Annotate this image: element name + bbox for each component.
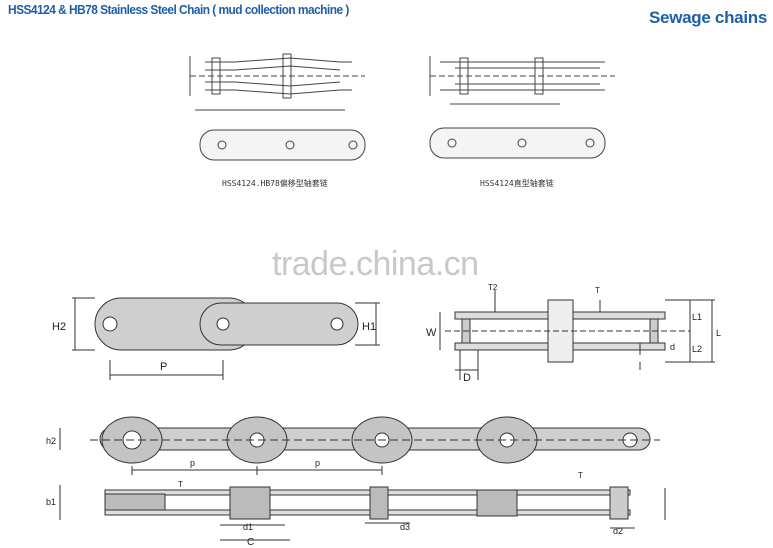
label-w: W [426,327,437,339]
label-t-bottom-2: T [578,471,583,480]
brand-heading: Sewage chains [649,8,767,27]
label-h1: H1 [362,321,376,333]
chain-front-view [59,416,660,475]
caption-straight-chain: HSS4124直型轴套链 [480,179,554,188]
label-p: P [160,361,167,373]
offset-chain-top-view [189,53,365,111]
watermark: trade.china.cn [272,245,479,283]
label-big-d: D [463,372,471,384]
label-l1: L1 [692,312,702,322]
label-t2: T2 [488,283,498,292]
label-pitch-1: p [190,458,195,468]
label-t-bottom-1: T [178,480,183,489]
label-d2: d2 [613,526,623,536]
label-h2: H2 [52,321,66,333]
label-pitch-2: p [315,458,320,468]
chain-top-view [439,290,715,380]
straight-chain-top-view [429,56,615,105]
plate-side-view [72,297,380,380]
label-l: L [716,328,721,338]
caption-offset-chain: HSS4124.HB78偏移型轴套链 [222,179,328,188]
label-d: d [670,342,675,352]
straight-chain-side-view [429,127,606,159]
label-t: T [595,286,600,295]
label-h2-lower: h2 [46,436,56,446]
chain-side-view [59,485,666,541]
offset-chain-side-view [199,129,366,161]
label-c: C [247,537,254,548]
label-b1: b1 [46,497,56,507]
label-d1: d1 [243,522,253,532]
label-l2: L2 [692,344,702,354]
label-d3: d3 [400,522,410,532]
page-title: HSS4124 & HB78 Stainless Steel Chain ( m… [8,2,349,17]
